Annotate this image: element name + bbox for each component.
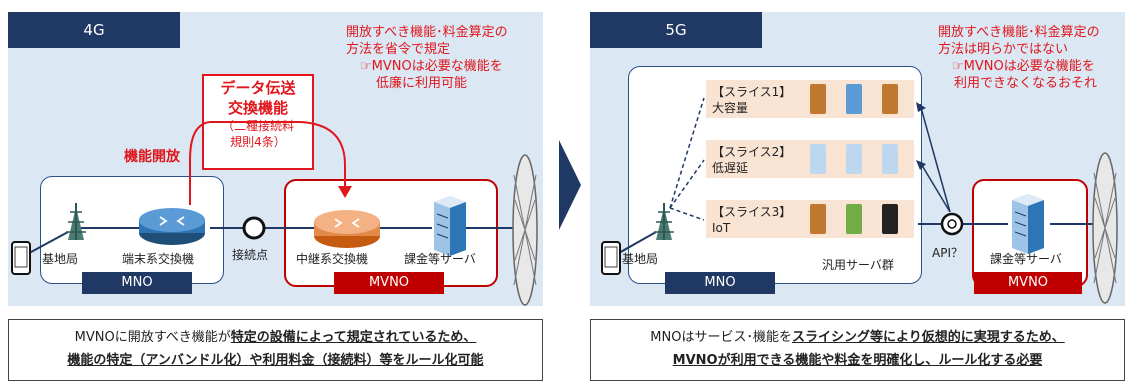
mvno-label: MVNO bbox=[974, 272, 1082, 294]
phone-icon bbox=[11, 241, 31, 275]
mno-label: MNO bbox=[665, 272, 775, 294]
router-icon bbox=[139, 208, 205, 245]
slice-3-label: 【スライス3】 IoT bbox=[712, 205, 792, 235]
right-bottom-note: MNOはサービス･機能をスライシング等により仮想的に実現するため、 MVNOが利… bbox=[590, 319, 1125, 381]
left-note: 開放すべき機能･料金算定の 方法を省令で規定 ☞MVNOは必要な機能を 低廉に利… bbox=[346, 25, 508, 91]
server-icon bbox=[1012, 194, 1044, 254]
network-cloud-icon bbox=[512, 154, 538, 306]
tab-4g: 4G bbox=[8, 12, 180, 48]
slice-2-label: 【スライス2】 低遅延 bbox=[712, 145, 792, 175]
server-group-label: 汎用サーバ群 bbox=[822, 258, 894, 272]
server-icon bbox=[882, 144, 898, 174]
chevron-right-icon bbox=[559, 140, 581, 230]
network-cloud-icon bbox=[1092, 152, 1118, 304]
mvno-label: MVNO bbox=[334, 272, 444, 294]
server-icon bbox=[846, 144, 862, 174]
base-station-label: 基地局 bbox=[42, 252, 79, 266]
server-icon bbox=[846, 204, 862, 234]
billing-server-label: 課金等サーバ bbox=[404, 252, 476, 266]
mno-label: MNO bbox=[82, 272, 192, 294]
arrow-icon bbox=[338, 186, 352, 198]
terminal-switch-label: 端末系交換機 bbox=[122, 252, 195, 266]
router-icon bbox=[314, 210, 380, 248]
relay-switch-label: 中継系交換機 bbox=[296, 252, 369, 266]
arrow-icon bbox=[189, 121, 346, 205]
api-label: API？ bbox=[932, 246, 963, 260]
base-station-label: 基地局 bbox=[622, 252, 659, 266]
left-bottom-note: MVNOに開放すべき機能が特定の設備によって規定されているため、 機能の特定（ア… bbox=[8, 319, 543, 381]
right-note: 開放すべき機能･料金算定の 方法は明らかではない ☞MVNOは必要な機能を 利用… bbox=[938, 25, 1100, 91]
antenna-icon bbox=[66, 203, 86, 240]
server-icon bbox=[882, 204, 898, 234]
billing-server-label: 課金等サーバ bbox=[990, 252, 1062, 266]
server-icon bbox=[810, 84, 826, 114]
tab-5g: 5G bbox=[590, 12, 762, 48]
connection-point-label: 接続点 bbox=[232, 248, 269, 262]
server-icon bbox=[882, 84, 898, 114]
server-icon bbox=[810, 144, 826, 174]
right-diagram-svg bbox=[601, 97, 1118, 304]
server-icon bbox=[434, 196, 466, 256]
left-diagram-svg bbox=[11, 121, 538, 306]
feature-open-label: 機能開放 bbox=[124, 149, 180, 165]
phone-icon bbox=[601, 241, 621, 275]
antenna-icon bbox=[654, 203, 674, 240]
server-icon bbox=[810, 204, 826, 234]
server-icon bbox=[846, 84, 862, 114]
slice-1-label: 【スライス1】 大容量 bbox=[712, 85, 792, 115]
